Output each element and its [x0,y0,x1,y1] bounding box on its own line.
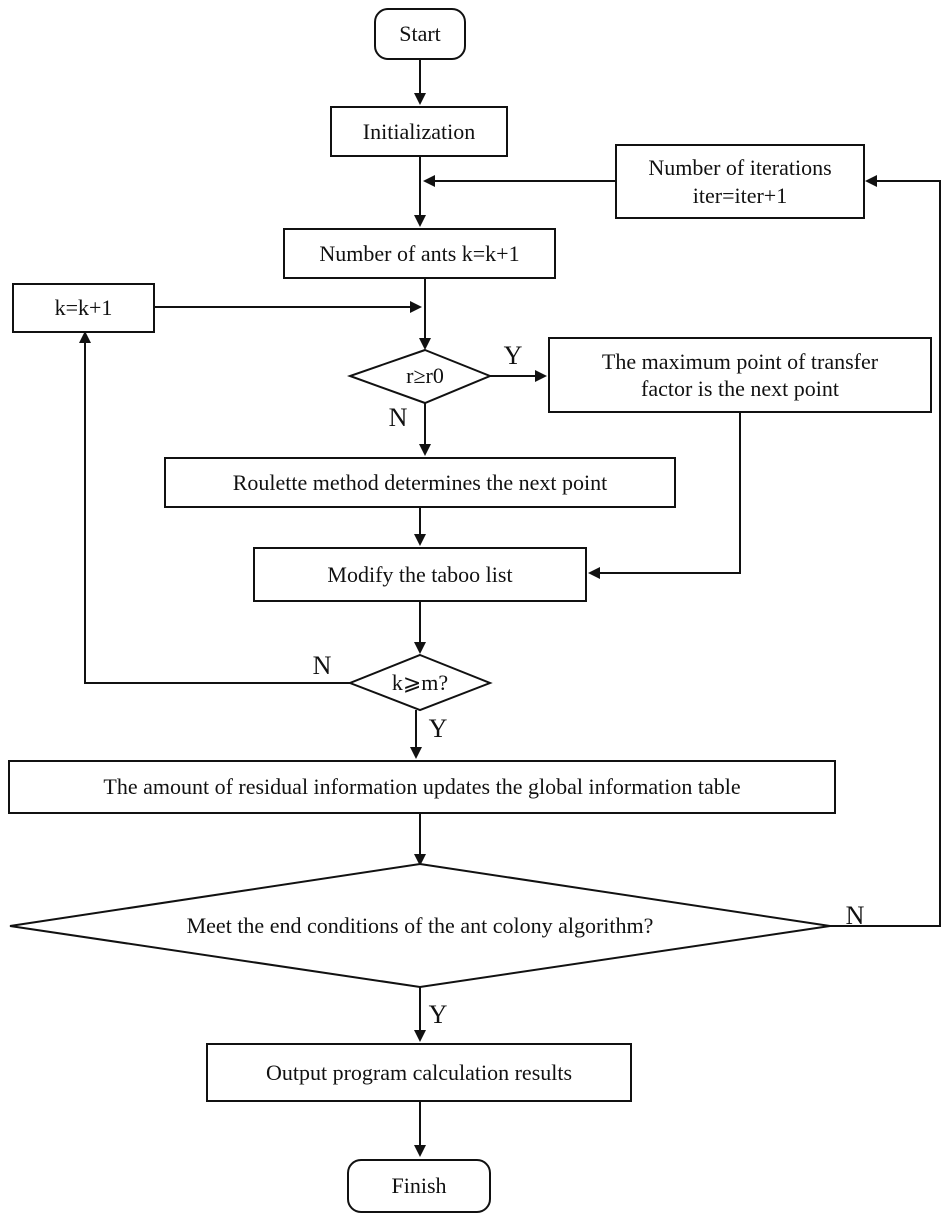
label-k-yes: Y [428,713,448,743]
decision-r-shape [346,348,493,405]
max-point-box: The maximum point of transfer factor is … [548,337,932,413]
initialization-label: Initialization [362,118,476,144]
decision-k-shape [347,653,493,712]
iterations-label-line1: Number of iterations [648,155,832,180]
max-point-label-line2: factor is the next point [641,376,839,401]
finish-terminator: Finish [347,1159,491,1213]
arrow-k-no [79,331,350,684]
iterations-box: Number of iterations iter=iter+1 [615,144,865,219]
update-label: The amount of residual information updat… [103,774,741,800]
max-point-label-line1: The maximum point of transfer [601,348,879,374]
decision-k-label: k⩾m? [391,670,449,696]
label-r-no: N [388,402,408,432]
roulette-box: Roulette method determines the next poin… [164,457,676,508]
ants-box: Number of ants k=k+1 [283,228,556,279]
arrow-end-no [830,175,941,927]
start-terminator: Start [374,8,466,60]
ants-label: Number of ants k=k+1 [319,240,520,266]
label-end-yes: Y [428,999,448,1029]
update-box: The amount of residual information updat… [8,760,836,814]
decision-end-shape [9,862,831,989]
iterations-label-line2: iter=iter+1 [692,182,788,208]
output-label: Output program calculation results [265,1059,573,1085]
label-end-no: N [845,900,865,930]
decision-r-label: r≥r0 [406,363,444,389]
output-box: Output program calculation results [206,1043,632,1102]
start-label: Start [399,21,441,47]
decision-k-text: k⩾m? [365,669,475,697]
label-r-yes: Y [503,340,523,370]
initialization-box: Initialization [330,106,508,157]
k-increment-box: k=k+1 [12,283,155,333]
decision-r-text: r≥r0 [370,362,480,390]
taboo-box: Modify the taboo list [253,547,587,602]
k-increment-label: k=k+1 [54,295,113,321]
taboo-label: Modify the taboo list [327,561,513,587]
decision-end-text: Meet the end conditions of the ant colon… [100,911,740,941]
decision-end-label: Meet the end conditions of the ant colon… [186,913,654,939]
arrow-maxpoint-to-taboo [588,413,741,579]
roulette-label: Roulette method determines the next poin… [232,469,608,495]
label-k-no: N [312,650,332,680]
finish-label: Finish [391,1173,447,1199]
